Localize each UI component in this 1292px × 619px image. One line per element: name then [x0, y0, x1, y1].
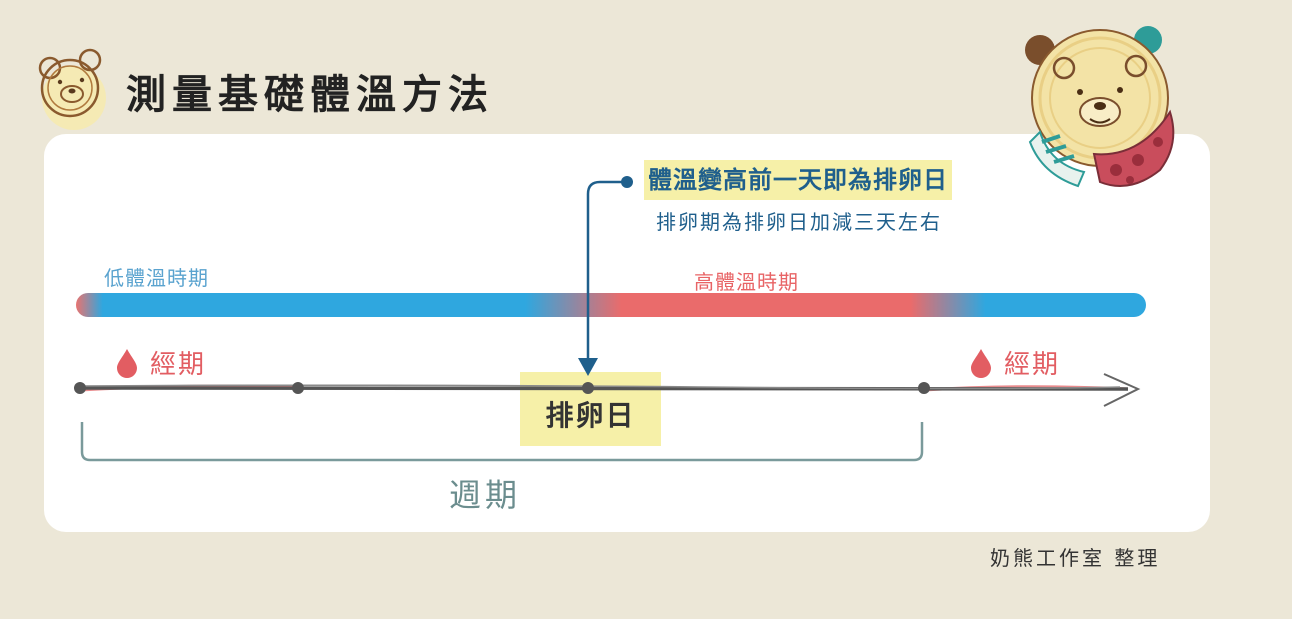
period-label-left: 經期 — [150, 350, 207, 380]
credit-text: 奶熊工作室 整理 — [990, 546, 1161, 570]
bear-logo-icon — [38, 48, 106, 130]
temperature-phase-bar — [76, 293, 1146, 317]
blood-drop-icon — [117, 349, 137, 378]
blood-drop-icon — [971, 349, 991, 378]
page-title: 測量基礎體溫方法 — [126, 72, 494, 118]
period-label-right: 經期 — [1004, 350, 1061, 380]
timeline-arrowhead — [1103, 373, 1141, 407]
annotation-pointer — [586, 180, 627, 358]
high-temp-phase-label: 高體溫時期 — [694, 270, 799, 294]
bear-mascot-icon — [1025, 26, 1175, 188]
low-temp-phase-label: 低體溫時期 — [104, 266, 209, 290]
cycle-label: 週期 — [448, 476, 521, 514]
timeline-dot-start — [74, 382, 86, 394]
ovulation-rule-note: 體溫變高前一天即為排卵日 — [644, 160, 952, 200]
ovulation-period-note: 排卵期為排卵日加減三天左右 — [656, 210, 942, 234]
content-panel — [44, 134, 1210, 532]
timeline-dot-period-end — [292, 382, 304, 394]
cycle-bracket — [80, 422, 924, 462]
ovulation-day-label: 排卵日 — [545, 399, 636, 432]
timeline-dot-ovulation — [582, 382, 594, 394]
timeline-dot-next-period — [918, 382, 930, 394]
